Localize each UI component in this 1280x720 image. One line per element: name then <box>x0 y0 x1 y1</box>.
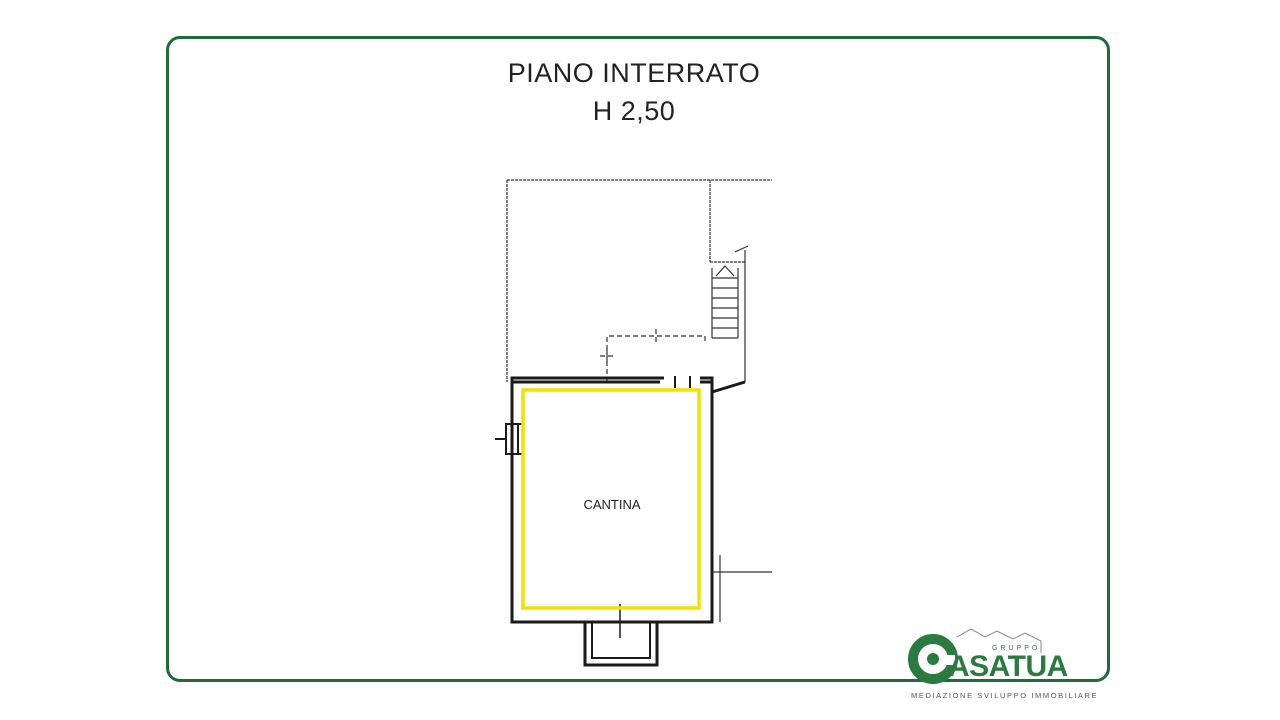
logo-mark <box>908 628 1042 684</box>
logo-brand: ASATUA <box>948 650 1068 683</box>
logo-tagline: MEDIAZIONE SVILUPPO IMMOBILIARE <box>911 691 1099 700</box>
dashed-partition <box>600 329 706 382</box>
floor-title: PIANO INTERRATO <box>507 58 761 88</box>
top-door <box>674 376 691 388</box>
cellar-walls <box>510 376 746 624</box>
page-frame <box>166 36 1110 682</box>
floor-height: H 2,50 <box>592 96 676 126</box>
staircase <box>711 245 749 382</box>
light-well <box>583 604 659 667</box>
room-label-cantina: CANTINA <box>583 497 641 512</box>
left-window <box>495 423 523 455</box>
upper-area <box>506 179 772 382</box>
cellar-highlight <box>521 388 701 610</box>
right-annex <box>712 555 772 622</box>
logo-group-label: GRUPPO <box>992 645 1041 652</box>
